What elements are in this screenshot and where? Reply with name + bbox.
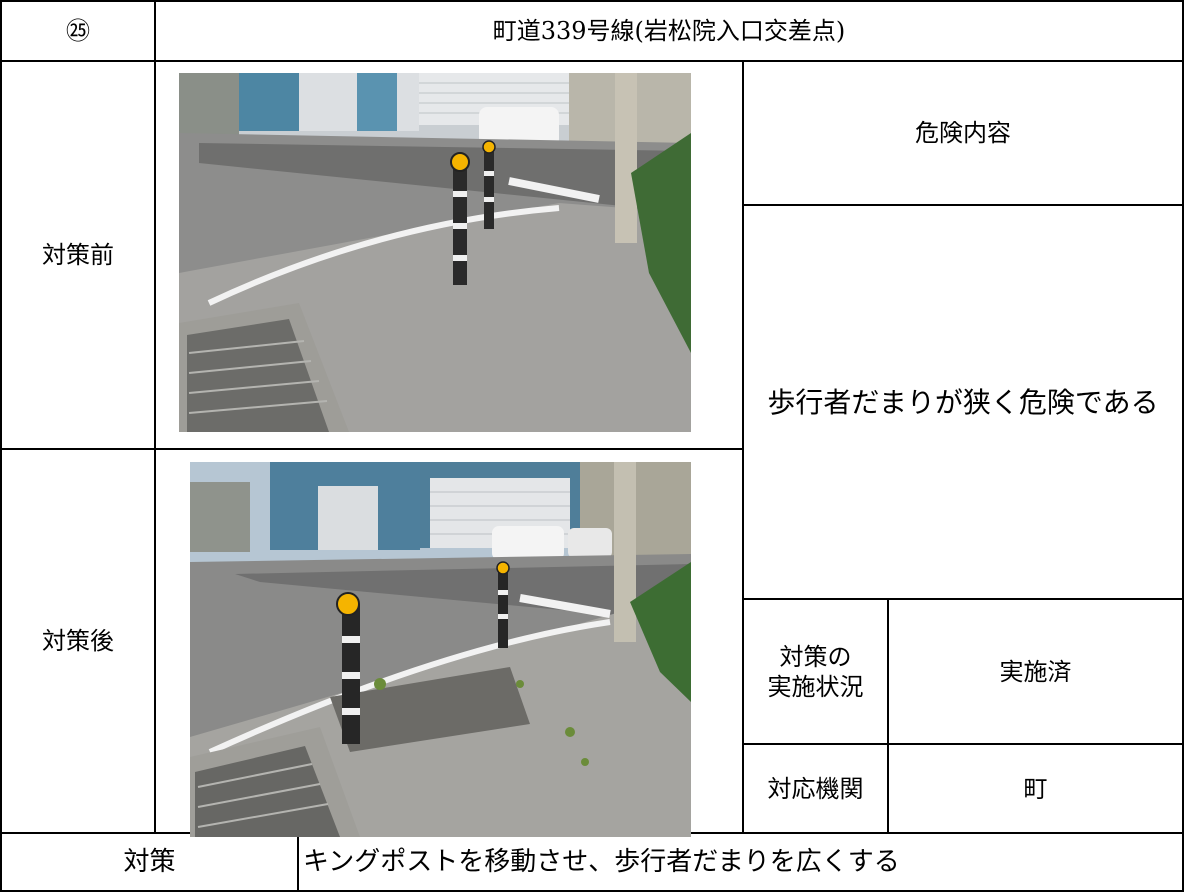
line-header-bottom	[0, 60, 1184, 62]
border-top	[0, 0, 1184, 2]
line-risk-heading-bottom	[742, 204, 1184, 206]
row-number: ㉕	[2, 2, 154, 60]
agency-value: 町	[1023, 774, 1048, 803]
before-label: 対策前	[42, 241, 114, 269]
status-label: 対策の 実施状況	[767, 642, 864, 701]
border-bottom	[0, 890, 1184, 892]
border-left	[0, 0, 2, 892]
line-measure-divider	[297, 832, 299, 892]
line-photo-divider	[0, 448, 744, 450]
road-title-text: 町道339号線(岩松院入口交差点)	[492, 17, 846, 45]
status-value: 実施済	[999, 657, 1072, 686]
risk-heading: 危険内容	[915, 119, 1011, 147]
agency-label: 対応機関	[767, 774, 864, 803]
row-number-text: ㉕	[66, 17, 90, 45]
photo-before-image	[179, 73, 691, 432]
after-label: 対策後	[42, 627, 114, 655]
road-title: 町道339号線(岩松院入口交差点)	[156, 2, 1182, 60]
measure-content: キングポストを移動させ、歩行者だまりを広くする	[303, 846, 900, 877]
line-col1	[154, 0, 156, 832]
line-col3	[742, 60, 744, 832]
photo-before	[179, 73, 691, 432]
risk-content: 歩行者だまりが狭く危険である	[767, 385, 1159, 419]
line-agency-top	[742, 743, 1184, 745]
line-status-top	[742, 598, 1184, 600]
photo-after	[190, 462, 691, 837]
photo-after-image	[190, 462, 691, 837]
measure-label: 対策	[123, 846, 176, 877]
border-right	[1182, 0, 1184, 892]
line-col4	[887, 598, 889, 832]
